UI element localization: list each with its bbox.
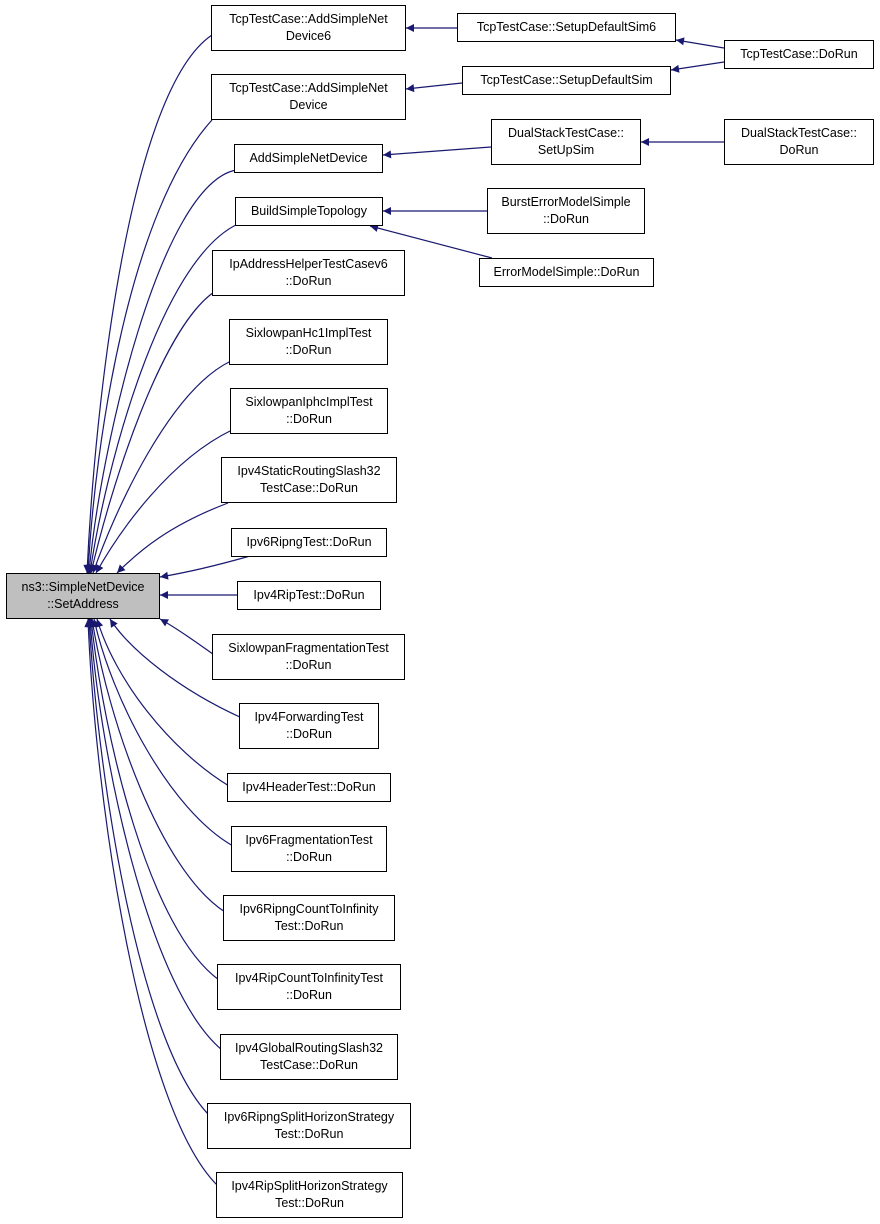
edge-ipv4sr-to-root <box>116 502 229 574</box>
node-label-line: ns3::SimpleNetDevice <box>21 580 145 594</box>
node-ipv4-global-routing-slash32[interactable]: Ipv4GlobalRoutingSlash32 TestCase::DoRun <box>220 1034 398 1080</box>
node-label-line: AddSimpleNetDevice <box>249 151 368 165</box>
node-label-line: DoRun <box>779 143 819 157</box>
edge-ems-to-bst <box>369 224 493 259</box>
node-label-line: TestCase::DoRun <box>260 1058 358 1072</box>
edge-ripngcti-to-root <box>89 618 226 913</box>
node-add-simple-net-device[interactable]: AddSimpleNetDevice <box>234 144 383 173</box>
node-burst-error-model-simple[interactable]: BurstErrorModelSimple ::DoRun <box>487 188 645 234</box>
node-label-line: DualStackTestCase:: <box>507 126 625 140</box>
edge-ripsh-to-root <box>84 618 219 1187</box>
edge-hdr-to-root <box>95 618 230 787</box>
node-label-line: Test::DoRun <box>274 1127 344 1141</box>
node-label-line: IpAddressHelperTestCasev6 <box>229 257 388 271</box>
node-label-line: Ipv6RipngTest::DoRun <box>246 535 372 549</box>
node-label-line: BuildSimpleTopology <box>250 204 368 218</box>
edge-tcpdorun-to-sds <box>670 61 725 73</box>
node-tcp-add-simple-net-device[interactable]: TcpTestCase::AddSimpleNet Device <box>211 74 406 120</box>
node-label-line: Test::DoRun <box>275 1196 344 1210</box>
node-label-line: ::DoRun <box>286 850 332 864</box>
node-label-line: Ipv6RipngCountToInfinity <box>239 902 379 916</box>
node-label-line: Ipv4ForwardingTest <box>254 710 364 724</box>
node-label-line: SixlowpanFragmentationTest <box>228 641 389 655</box>
node-error-model-simple[interactable]: ErrorModelSimple::DoRun <box>479 258 654 287</box>
node-ip-address-helper-test[interactable]: IpAddressHelperTestCasev6 ::DoRun <box>212 250 405 296</box>
node-ipv6-ripng-split-horizon[interactable]: Ipv6RipngSplitHorizonStrategy Test::DoRu… <box>207 1103 411 1149</box>
node-label-line: ::SetAddress <box>47 597 119 611</box>
edge-addnd-to-root <box>84 119 213 574</box>
node-label-line: Ipv4RipTest::DoRun <box>253 588 365 602</box>
edge-shc1-to-root <box>91 360 232 574</box>
node-label-line: SixlowpanIphcImplTest <box>245 395 373 409</box>
edge-ipv4gr-to-root <box>86 618 223 1051</box>
node-label-line: Ipv4HeaderTest::DoRun <box>242 780 376 794</box>
node-simple-net-device-set-address: ns3::SimpleNetDevice ::SetAddress <box>6 573 160 619</box>
node-label-line: ::DoRun <box>285 343 332 357</box>
node-label-line: Ipv4RipSplitHorizonStrategy <box>231 1179 388 1193</box>
edge-bst-to-root <box>87 223 239 574</box>
node-build-simple-topology[interactable]: BuildSimpleTopology <box>235 197 383 226</box>
node-label-line: Device6 <box>285 29 332 43</box>
edge-ripngsh-to-root <box>85 618 213 1119</box>
node-ipv4-rip-split-horizon[interactable]: Ipv4RipSplitHorizonStrategy Test::DoRun <box>216 1172 403 1218</box>
node-label-line: TcpTestCase::SetupDefaultSim6 <box>476 20 657 34</box>
edge-v6frag-to-root <box>91 618 234 847</box>
node-label-line: SetUpSim <box>537 143 595 157</box>
node-ipv4-static-routing-slash32[interactable]: Ipv4StaticRoutingSlash32 TestCase::DoRun <box>221 457 397 503</box>
edge-add6-to-root <box>83 34 213 574</box>
node-tcp-setup-default-sim[interactable]: TcpTestCase::SetupDefaultSim <box>462 66 671 95</box>
edge-sfrag-to-root <box>159 618 218 658</box>
node-label-line: ::DoRun <box>543 212 589 226</box>
node-sixlowpan-iphc-impl-test[interactable]: SixlowpanIphcImplTest ::DoRun <box>230 388 388 434</box>
edge-tcpdorun-to-sds6 <box>675 37 725 49</box>
edge-siphc-to-root <box>95 429 233 574</box>
edge-dssus-to-addsnd <box>382 146 492 159</box>
edge-iah-to-root <box>88 291 215 574</box>
node-label-line: Ipv6RipngSplitHorizonStrategy <box>223 1110 395 1124</box>
node-dual-stack-do-run[interactable]: DualStackTestCase:: DoRun <box>724 119 874 165</box>
node-label-line: DualStackTestCase:: <box>740 126 858 140</box>
node-ipv6-ripng-test[interactable]: Ipv6RipngTest::DoRun <box>231 528 387 557</box>
node-label-line: TestCase::DoRun <box>260 481 358 495</box>
node-label-line: ::DoRun <box>285 658 332 672</box>
node-label-line: BurstErrorModelSimple <box>501 195 631 209</box>
node-ipv6-ripng-count-to-infinity[interactable]: Ipv6RipngCountToInfinity Test::DoRun <box>223 895 395 941</box>
edge-ripng-to-root <box>159 555 251 580</box>
node-dual-stack-setup-sim[interactable]: DualStackTestCase:: SetUpSim <box>491 119 641 165</box>
node-label-line: ::DoRun <box>286 412 332 426</box>
node-label-line: TcpTestCase::AddSimpleNet <box>229 81 388 95</box>
node-label-line: TcpTestCase::AddSimpleNet <box>229 12 388 26</box>
node-label-line: Ipv6FragmentationTest <box>245 833 373 847</box>
edge-sds-to-addnd <box>405 82 463 93</box>
node-label-line: ::DoRun <box>286 988 332 1002</box>
edge-addsnd-to-root <box>85 169 237 574</box>
node-tcp-add-simple-net-device6[interactable]: TcpTestCase::AddSimpleNet Device6 <box>211 5 406 51</box>
node-label-line: ::DoRun <box>285 274 332 288</box>
node-tcp-setup-default-sim6[interactable]: TcpTestCase::SetupDefaultSim6 <box>457 13 676 42</box>
node-label-line: Ipv4StaticRoutingSlash32 <box>237 464 381 478</box>
edge-ripcti-to-root <box>87 618 220 981</box>
node-label-line: TcpTestCase::SetupDefaultSim <box>480 73 653 87</box>
node-ipv6-fragmentation-test[interactable]: Ipv6FragmentationTest ::DoRun <box>231 826 387 872</box>
node-sixlowpan-hc1-impl-test[interactable]: SixlowpanHc1ImplTest ::DoRun <box>229 319 388 365</box>
node-tcp-test-case-do-run[interactable]: TcpTestCase::DoRun <box>724 40 874 69</box>
node-label-line: ::DoRun <box>286 727 332 741</box>
node-sixlowpan-fragmentation-test[interactable]: SixlowpanFragmentationTest ::DoRun <box>212 634 405 680</box>
node-label-line: Device <box>289 98 328 112</box>
node-label-line: Test::DoRun <box>274 919 344 933</box>
node-ipv4-forwarding-test[interactable]: Ipv4ForwardingTest ::DoRun <box>239 703 379 749</box>
node-ipv4-rip-test[interactable]: Ipv4RipTest::DoRun <box>237 581 381 610</box>
edge-fwd-to-root <box>109 618 243 719</box>
node-label-line: Ipv4GlobalRoutingSlash32 <box>234 1041 384 1055</box>
node-label-line: ErrorModelSimple::DoRun <box>493 265 640 279</box>
node-label-line: SixlowpanHc1ImplTest <box>245 326 372 340</box>
node-label-line: Ipv4RipCountToInfinityTest <box>235 971 383 985</box>
node-ipv4-rip-count-to-infinity[interactable]: Ipv4RipCountToInfinityTest ::DoRun <box>217 964 401 1010</box>
node-label-line: TcpTestCase::DoRun <box>740 47 858 61</box>
node-ipv4-header-test[interactable]: Ipv4HeaderTest::DoRun <box>227 773 391 802</box>
